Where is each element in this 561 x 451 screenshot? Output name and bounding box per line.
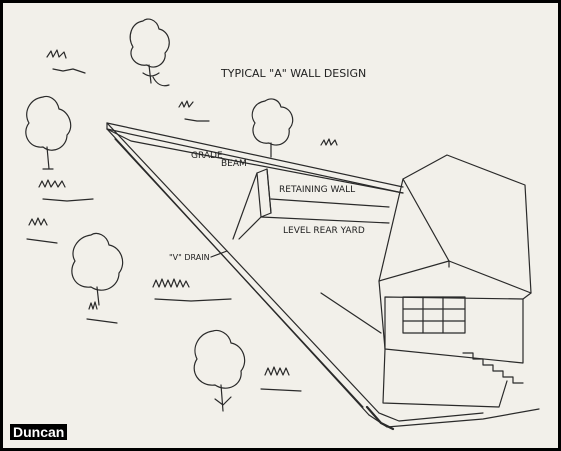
tree-left-upper <box>25 95 72 170</box>
label-retaining-wall: RETAINING WALL <box>279 185 355 195</box>
drawing-sheet: TYPICAL "A" WALL DESIGN GRADE BEAM RETAI… <box>3 3 558 448</box>
tree-mid <box>251 98 294 158</box>
tree-bottom-center <box>193 329 246 412</box>
retaining-wall <box>232 168 390 240</box>
yard-slope-line <box>320 292 382 334</box>
label-grade: GRADE <box>191 151 223 161</box>
diagram-title: TYPICAL "A" WALL DESIGN <box>220 67 366 80</box>
house <box>365 154 540 431</box>
tree-top-center <box>129 18 170 87</box>
label-v-drain: "V" DRAIN <box>169 253 210 262</box>
wall-diagram: TYPICAL "A" WALL DESIGN GRADE BEAM RETAI… <box>25 18 540 431</box>
grade-beam <box>106 122 404 194</box>
v-drain-pointer <box>210 250 228 258</box>
tree-left-lower <box>71 232 124 306</box>
photo-credit: Duncan <box>10 424 68 440</box>
label-level-rear-yard: LEVEL REAR YARD <box>283 226 365 236</box>
label-beam: BEAM <box>221 159 247 169</box>
shrubs <box>26 49 338 392</box>
yard-edge <box>260 216 390 224</box>
diagonal-wall <box>106 122 380 416</box>
